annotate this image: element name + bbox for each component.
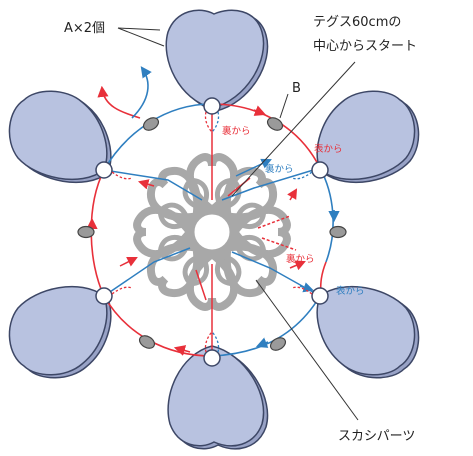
bead (77, 225, 95, 239)
bead (142, 117, 160, 131)
leader-lines (117, 27, 359, 421)
label-part-a: A×2個 (64, 21, 105, 36)
petal-group (8, 9, 420, 450)
path-label-back-3: 裏から (286, 253, 315, 265)
bead (138, 335, 156, 349)
hole-upper-right (291, 161, 329, 180)
bead (266, 117, 284, 131)
thread-tails (97, 66, 152, 119)
label-openwork: スカシパーツ (338, 429, 415, 444)
petal-upper-left (8, 90, 112, 184)
path-label-front-2: 表から (336, 285, 365, 297)
label-start-1: テグス60cmの (313, 15, 401, 30)
hole-lower-right (291, 286, 329, 305)
hole-top (203, 97, 221, 133)
label-part-b: B (292, 81, 301, 96)
petal-lower-left (8, 285, 112, 379)
diagram-labels: A×2個 B テグス60cmの 中心からスタート スカシパーツ 裏から 表から … (64, 15, 417, 444)
hole-lower-left (95, 286, 133, 305)
beads-b (77, 117, 347, 351)
path-label-back-2: 裏から (265, 163, 294, 175)
path-label-front-1: 表から (314, 143, 343, 155)
petal-upper-right (316, 90, 420, 184)
petal-holes (95, 97, 329, 367)
hole-bottom (203, 331, 221, 367)
petal-lower-right (316, 285, 420, 379)
petal-bottom (167, 345, 269, 450)
bead (329, 225, 347, 239)
hole-upper-left (95, 161, 133, 180)
path-label-back-1: 裏から (222, 125, 251, 137)
inner-threads (103, 104, 321, 356)
petal-top (165, 9, 269, 112)
bead (269, 337, 287, 351)
label-start-2: 中心からスタート (313, 39, 417, 54)
